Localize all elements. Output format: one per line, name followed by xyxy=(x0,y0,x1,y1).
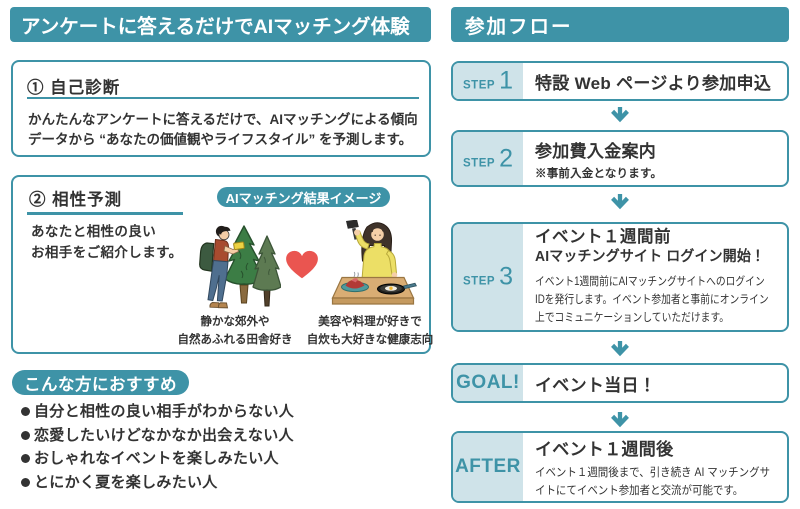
after-title: イベント１週間後 xyxy=(535,439,674,459)
step-content: イベント１週間前 AIマッチングサイト ログイン開始！ イベント1週間前にAIマ… xyxy=(523,224,787,330)
step3-desc: イベント1週間前にAIマッチングサイトへのログイン IDを発行します。イベント参… xyxy=(535,276,769,324)
hiker-illustration xyxy=(199,225,281,309)
cooking-woman xyxy=(346,220,398,279)
goal-word: GOAL! xyxy=(456,372,520,393)
bullet-icon xyxy=(21,477,30,487)
compatibility-intro: あなたと相性の良い お相手をご紹介します。 xyxy=(31,224,183,260)
arrow-down-icon xyxy=(611,194,629,210)
step-word: STEP xyxy=(463,275,496,288)
list-item-text: 自分と相性の良い相手がわからない人 xyxy=(34,403,295,420)
self-diagnosis-box: ① 自己診断 かんたんなアンケートに答えるだけで、AIマッチングによる傾向 デー… xyxy=(11,60,431,157)
step2-title: 参加費入金案内 xyxy=(535,141,657,161)
goal-title: イベント当日！ xyxy=(535,375,657,395)
list-item: おしゃれなイベントを楽しみたい人 xyxy=(21,447,431,471)
title-divider xyxy=(27,212,183,215)
step-label-text: AFTER xyxy=(453,456,523,478)
list-item-text: 恋愛したいけどなかなか出会えない人 xyxy=(34,426,294,444)
right-person-caption: 美容や料理が好きで 自炊も大好きな健康志向 xyxy=(306,316,434,346)
compatibility-box: ② 相性予測 AIマッチング結果イメージ あなたと相性の良い お相手をご紹介しま… xyxy=(11,175,433,354)
title-divider xyxy=(27,97,419,99)
step-content: イベント当日！ xyxy=(523,365,787,401)
list-item-text: おしゃれなイベントを楽しみたい人 xyxy=(34,450,279,467)
step-number: 1 xyxy=(499,66,513,95)
arrow-down-icon xyxy=(611,107,629,123)
recommend-header-pill: こんな方におすすめ xyxy=(12,370,189,395)
arrow-down-icon xyxy=(611,341,629,357)
recommend-list: 自分と相性の良い相手がわからない人 恋愛したいけどなかなか出会えない人 おしゃれ… xyxy=(21,400,431,494)
cooking-illustration xyxy=(331,220,417,305)
bullet-icon xyxy=(21,430,30,440)
bullet-icon xyxy=(21,407,30,417)
after-label: AFTER xyxy=(453,433,523,501)
ai-result-badge: AIマッチング結果イメージ xyxy=(217,187,390,207)
list-item: 自分と相性の良い相手がわからない人 xyxy=(21,400,431,424)
left-header-title: アンケートに答えるだけでAIマッチング体験 xyxy=(21,16,410,38)
pine-tree-icon xyxy=(252,235,281,307)
goal-label: GOAL! xyxy=(453,365,523,401)
step3-title-line2: AIマッチングサイト ログイン開始！ xyxy=(535,249,766,265)
step-word: STEP xyxy=(463,157,496,169)
hiker-man xyxy=(199,225,245,309)
list-item: とにかく夏を楽しみたい人 xyxy=(21,471,431,495)
heart-icon xyxy=(286,250,318,279)
left-header-bar: アンケートに答えるだけでAIマッチング体験 xyxy=(10,7,431,42)
cooking-table xyxy=(331,271,417,305)
step-content: 参加費入金案内 ※事前入金となります。 xyxy=(523,132,787,185)
bullet-icon xyxy=(21,454,30,464)
after-word: AFTER xyxy=(455,456,521,477)
compatibility-title: ② 相性予測 xyxy=(29,191,123,209)
after-desc: イベント１週間後まで、引き続き AI マッチングサ イトにてイベント参加者と交流… xyxy=(535,466,771,497)
step-number: 3 xyxy=(499,262,513,291)
step3-title-line1: イベント１週間前 xyxy=(535,228,671,246)
list-item: 恋愛したいけどなかなか出会えない人 xyxy=(21,424,431,448)
after-box: AFTER イベント１週間後 イベント１週間後まで、引き続き AI マッチングサ… xyxy=(451,431,789,503)
step-word: STEP xyxy=(463,79,496,92)
list-item-text: とにかく夏を楽しみたい人 xyxy=(34,473,218,491)
step-content: イベント１週間後 イベント１週間後まで、引き続き AI マッチングサ イトにてイ… xyxy=(523,433,787,501)
step-number: 2 xyxy=(499,144,513,172)
flow-header-bar: 参加フロー xyxy=(451,7,789,42)
self-diagnosis-title: ① 自己診断 xyxy=(27,79,121,97)
flow-header-title: 参加フロー xyxy=(465,16,573,38)
step1-title: 特設 Web ページより参加申込 xyxy=(535,73,772,93)
step2-note: ※事前入金となります。 xyxy=(535,167,663,180)
left-person-caption: 静かな郊外や 自然あふれる田舎好き xyxy=(177,316,293,346)
goal-box: GOAL! イベント当日！ xyxy=(451,363,789,403)
arrow-down-icon xyxy=(611,412,629,428)
recommend-header-label: こんな方におすすめ xyxy=(24,375,177,394)
step-content: 特設 Web ページより参加申込 xyxy=(523,63,787,99)
self-diagnosis-body: かんたんなアンケートに答えるだけで、AIマッチングによる傾向 データから “あな… xyxy=(28,112,418,147)
step-label-text: GOAL! xyxy=(453,372,523,394)
